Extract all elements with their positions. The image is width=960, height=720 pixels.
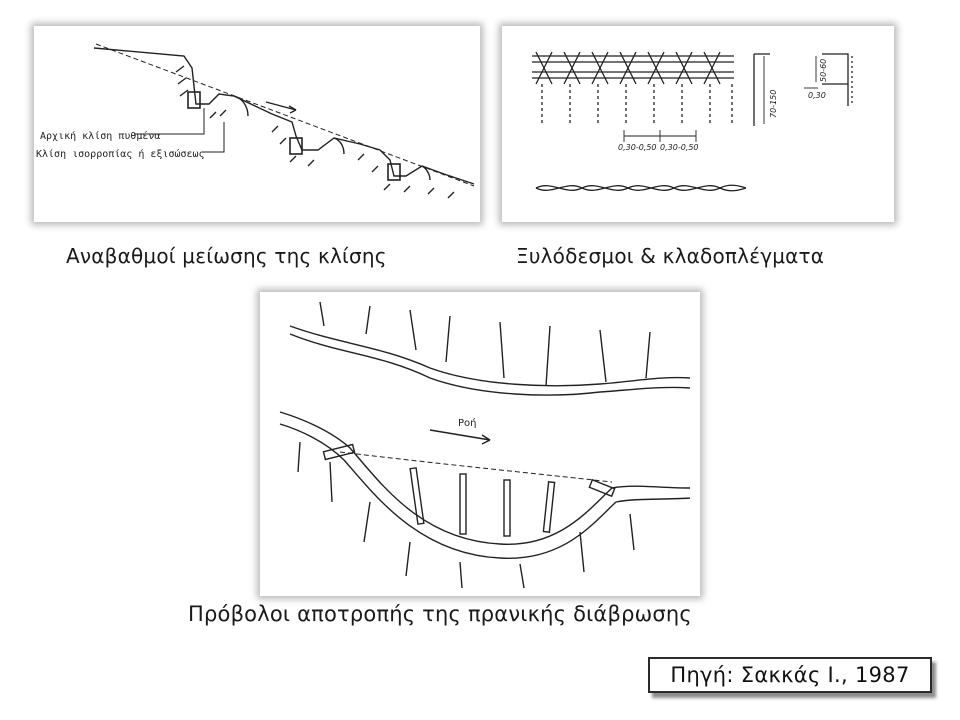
panel-deflectors: Ροή [260,292,700,596]
deflector-2 [459,473,467,535]
fascine-band [532,55,734,79]
lower-bank [279,411,691,545]
dim-spacing-left: 0,30-0,50 [618,143,657,152]
wattle-strand-b [535,185,747,192]
terrace-ground-line [93,47,475,185]
caption-fascines: Ξυλόδεσμοι & κλαδοπλέγματα [516,244,825,268]
fascines-diagram: 70-150 50-60 0,30 0,30-0,50 0,30-0,50 [532,51,853,192]
dim-top: 50-60 [819,59,828,82]
label-equilibrium-slope: Κλίση ισορροπίας ή εξισώσεως [36,148,205,160]
deflector-3 [503,479,511,537]
deflector-1 [409,467,425,525]
dim-spacing-right: 0,30-0,50 [660,143,699,152]
terraces-diagram: Αρχική κλίση πυθμένα Κλίση ισορροπίας ή … [36,43,475,199]
flow-arrow [429,429,491,441]
source-citation: Πηγή: Σακκάς Ι., 1987 [648,657,932,693]
label-initial-slope: Αρχική κλίση πυθμένα [40,130,160,142]
panel-fascines-wattles: 70-150 50-60 0,30 0,30-0,50 0,30-0,50 [502,26,894,222]
panel-slope-reduction-terraces: Αρχική κλίση πυθμένα Κλίση ισορροπίας ή … [34,26,480,222]
original-bank-line [339,451,613,483]
caption-slope-reduction: Αναβαθμοί μείωσης της κλίσης [66,244,387,268]
deflector-4 [542,481,556,533]
flow-arrow [265,101,297,111]
upper-bank [289,325,691,387]
caption-deflectors: Πρόβολοι αποτροπής της πρανικής διάβρωση… [188,602,692,626]
dim-width-small: 0,30 [808,91,826,100]
deflectors-diagram: Ροή [279,301,691,589]
label-flow: Ροή [458,417,477,429]
initial-slope-line [95,43,475,187]
dim-height: 70-150 [769,90,778,118]
